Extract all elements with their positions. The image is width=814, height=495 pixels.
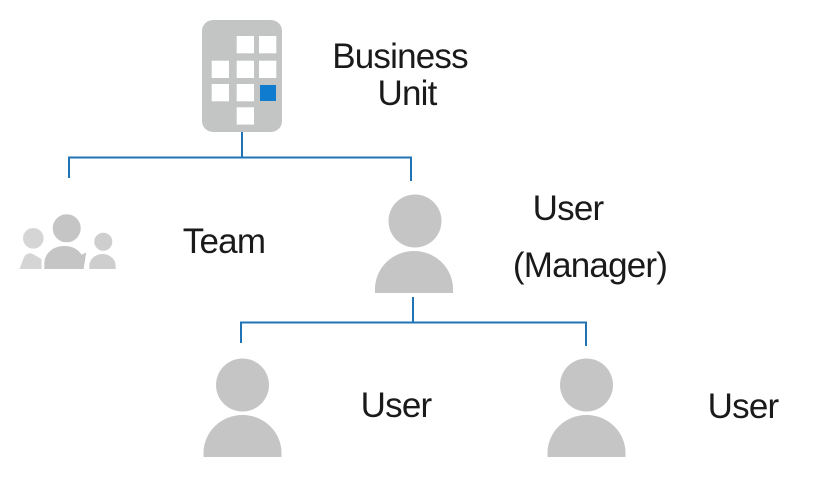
business-unit-label-line1: Business (332, 37, 468, 77)
business-unit-label-line2: Unit (377, 74, 437, 114)
user-left-label: User (360, 386, 432, 426)
node-user-manager (374, 193, 454, 293)
highlight-window (260, 85, 276, 101)
node-business-unit (202, 20, 282, 132)
user-person-icon (203, 358, 282, 457)
business-unit-building-icon (202, 20, 282, 132)
node-user-right (546, 357, 627, 457)
node-user-left (202, 357, 283, 457)
node-team (16, 209, 120, 271)
user-person-icon (547, 358, 626, 457)
user-right-label: User (707, 387, 779, 427)
user-person-icon (375, 194, 453, 293)
team-people-icon (16, 212, 118, 271)
manager-label-line1: User (532, 189, 604, 229)
manager-label-line2: (Manager) (512, 246, 668, 286)
team-label: Team (182, 222, 266, 262)
